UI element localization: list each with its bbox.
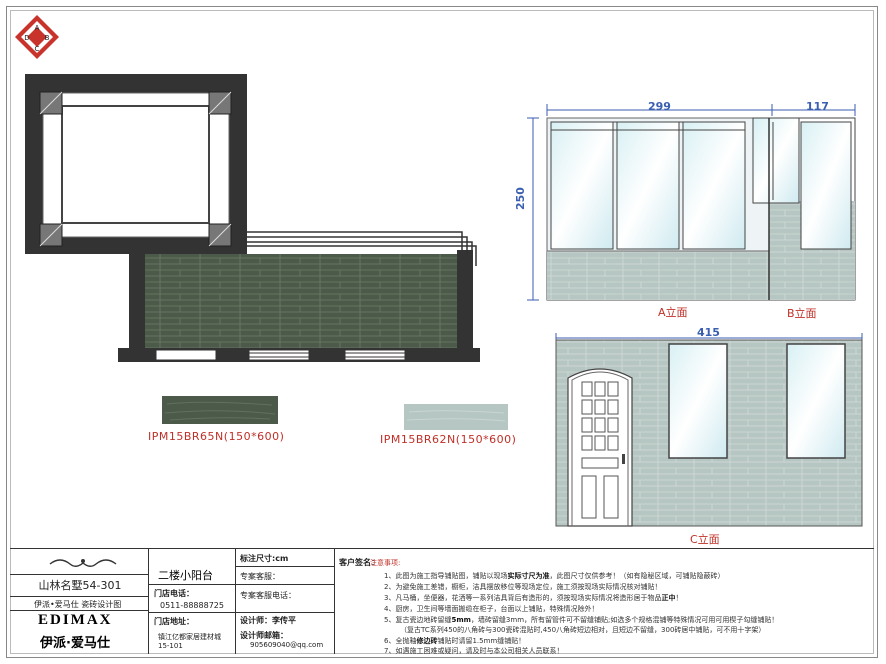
customer-service-phone-label: 专案客服电话：	[240, 591, 296, 600]
elevation-b-label: B立面	[787, 307, 817, 320]
title-block	[10, 548, 874, 655]
tile-code-light: IPM15BR62N(150*600)	[380, 433, 517, 446]
brand-line: 伊派•爱马仕 瓷砖设计图	[34, 600, 122, 609]
elevation-a-tile	[547, 251, 769, 300]
designer-label: 设计师：李传平	[240, 616, 296, 625]
floor-plan	[25, 74, 480, 362]
elevation-c-door	[567, 368, 633, 527]
elevation-a-window-2	[616, 121, 680, 250]
elevation-a-window-1	[550, 121, 614, 250]
elevation-b-width-dim: 117	[806, 100, 829, 113]
tile-swatch-light-fill	[404, 404, 508, 430]
plan-balcony-wall-left	[129, 254, 145, 350]
elevation-c-width-dim: 415	[697, 326, 720, 339]
store-phone-label: 门店电话：	[154, 589, 194, 598]
room-name: 二楼小阳台	[158, 569, 213, 582]
elevation-ab	[527, 104, 856, 301]
elevation-c-window-2	[786, 343, 846, 459]
brand-en: EDIMAX	[38, 612, 113, 628]
notes-title: 注意事项:	[370, 559, 401, 567]
plan-window-3	[344, 349, 406, 361]
project-name: 山林名墅54-301	[38, 579, 122, 592]
plan-balcony-floor	[145, 254, 457, 348]
dimension-unit-label: 标注尺寸:cm	[240, 554, 289, 563]
note-5-detail: （复古TC系列450的八角砖与300瓷砖混贴时,450八角砖短边相对，且短边不留…	[400, 626, 766, 634]
note-6: 6、全抛釉修边砖铺贴时请留1.5mm缝铺贴！	[384, 637, 526, 645]
plan-window-1	[155, 349, 217, 361]
elevation-c	[555, 333, 863, 527]
elevation-c-window-1	[668, 343, 728, 459]
elevation-a-width-dim: 299	[648, 100, 671, 113]
brand-logo-icon: A B C D	[15, 15, 59, 59]
elevation-a-window-3	[682, 121, 746, 250]
note-5: 5、复古瓷边地砖留缝5mm，墙砖留缝3mm，所有留管件可不留缝铺贴;如选多个规格…	[384, 616, 779, 624]
note-7: 7、如遇施工困难或疑问，请及时与本公司相关人员联系！	[384, 647, 564, 655]
brand-cn: 伊派·爱马仕	[40, 636, 110, 651]
tile-swatch-light	[404, 404, 508, 430]
logo-letter-d: D	[24, 34, 29, 42]
plan-balcony-wall-right	[457, 250, 473, 350]
store-address-line1: 镇江亿都家居建材城	[158, 633, 221, 641]
note-1: 1、此图为施工指导铺贴图，铺贴以现场实际寸尺为准，此图尺寸仅供参考！（如有隐秘区…	[384, 572, 725, 580]
page-frame-inner	[10, 10, 874, 654]
plan-columns	[39, 91, 232, 247]
elevation-a-height-dim: 250	[514, 187, 527, 210]
plan-window-2	[248, 349, 310, 361]
page-frame	[6, 6, 878, 658]
ornament-icon	[49, 559, 117, 567]
plan-door-lines	[247, 231, 477, 266]
note-3: 3、凡马桶，坐便器，花洒等一系列洁具背后有造形的，须按现场实际情况将造形居于物品…	[384, 594, 683, 602]
logo-letter-c: C	[35, 45, 40, 53]
elevation-b-window	[800, 121, 852, 250]
customer-service-label: 专案客服：	[240, 572, 280, 581]
tile-swatch-dark	[162, 396, 278, 424]
note-2: 2、为避免施工差错，橱柜，洁具摆放移位等现场定位，施工须按现场实际情况核对铺贴！	[384, 583, 662, 591]
designer-email-label: 设计师邮箱：	[240, 631, 288, 640]
elevation-b-door-glass	[752, 117, 800, 204]
store-address-label: 门店地址：	[154, 617, 194, 626]
logo-letter-b: B	[45, 34, 50, 42]
client-signature-label: 客户签名：	[339, 558, 379, 567]
elevation-a-label: A立面	[658, 306, 688, 319]
store-phone: 0511-88888725	[160, 601, 224, 610]
logo-letter-a: A	[35, 24, 40, 32]
designer-email: 905609040@qq.com	[250, 641, 324, 649]
store-address-line2: 15-101	[158, 642, 183, 650]
elevation-c-label: C立面	[690, 533, 720, 546]
note-4: 4、厨房，卫生间等墙面搬缆在柜子，台面以上铺贴，特殊情况除外！	[384, 605, 599, 613]
tile-code-dark: IPM15BR65N(150*600)	[148, 430, 285, 443]
